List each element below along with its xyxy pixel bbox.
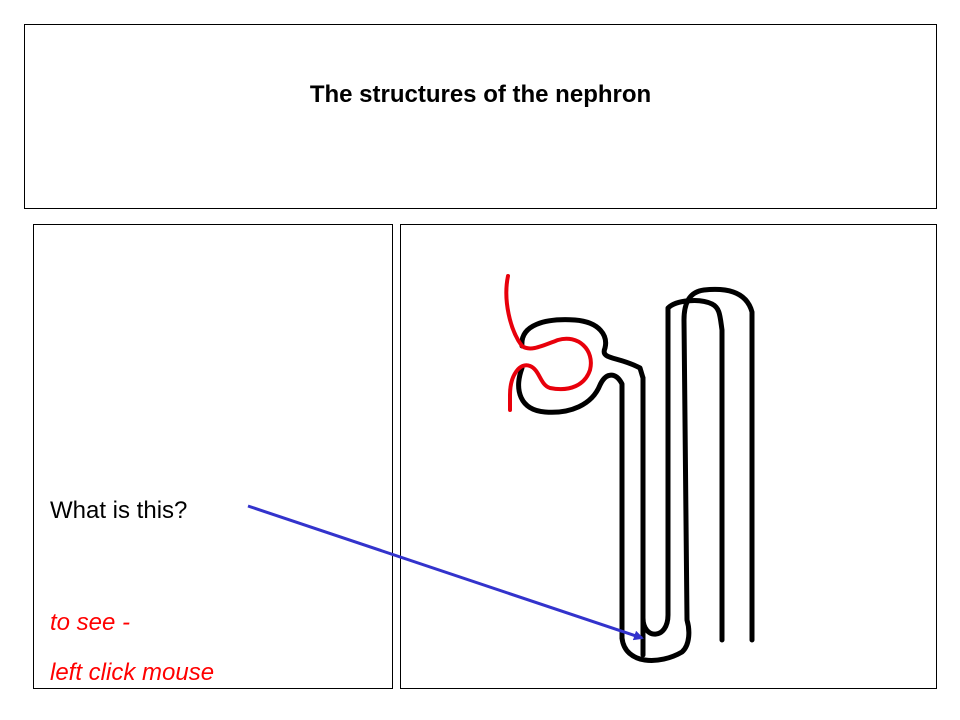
- question-text: What is this?: [50, 497, 188, 524]
- diagram-panel[interactable]: [400, 224, 937, 689]
- hint-text-line-2: left click mouse: [50, 659, 215, 686]
- slide-title: The structures of the nephron: [309, 81, 652, 108]
- title-panel: The structures of the nephron: [24, 24, 937, 209]
- text-panel: What is this? to see - left click mouse: [33, 224, 393, 689]
- hint-text-line-1: to see -: [50, 609, 131, 636]
